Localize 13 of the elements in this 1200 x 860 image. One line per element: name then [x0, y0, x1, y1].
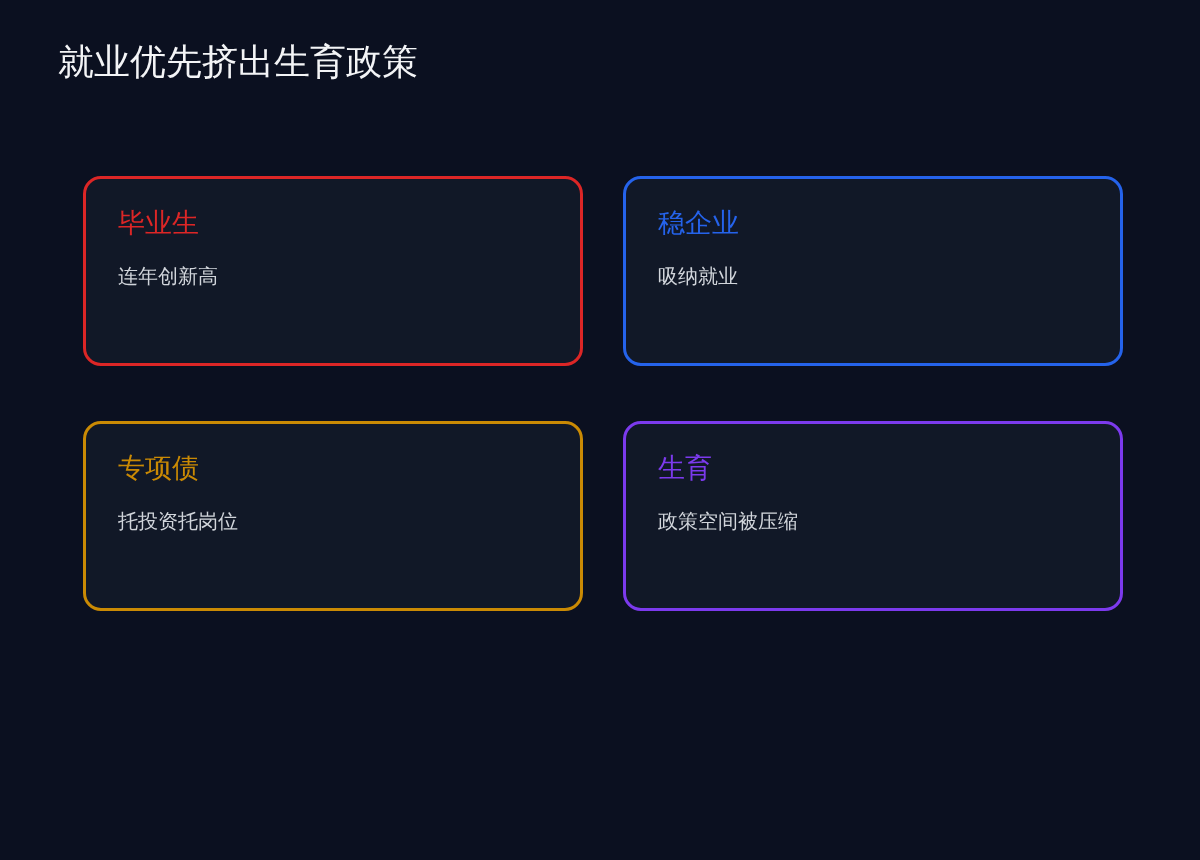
info-card	[623, 421, 1123, 611]
card-heading: 稳企业	[658, 206, 739, 240]
card-text: 连年创新高	[118, 263, 218, 290]
card-heading: 生育	[658, 451, 712, 485]
info-card	[83, 421, 583, 611]
card-heading: 毕业生	[118, 206, 199, 240]
info-card	[83, 176, 583, 366]
card-heading: 专项债	[118, 451, 199, 485]
card-text: 托投资托岗位	[118, 508, 238, 535]
card-text: 吸纳就业	[658, 263, 738, 290]
card-text: 政策空间被压缩	[658, 508, 798, 535]
page-title: 就业优先挤出生育政策	[58, 40, 418, 84]
info-card	[623, 176, 1123, 366]
